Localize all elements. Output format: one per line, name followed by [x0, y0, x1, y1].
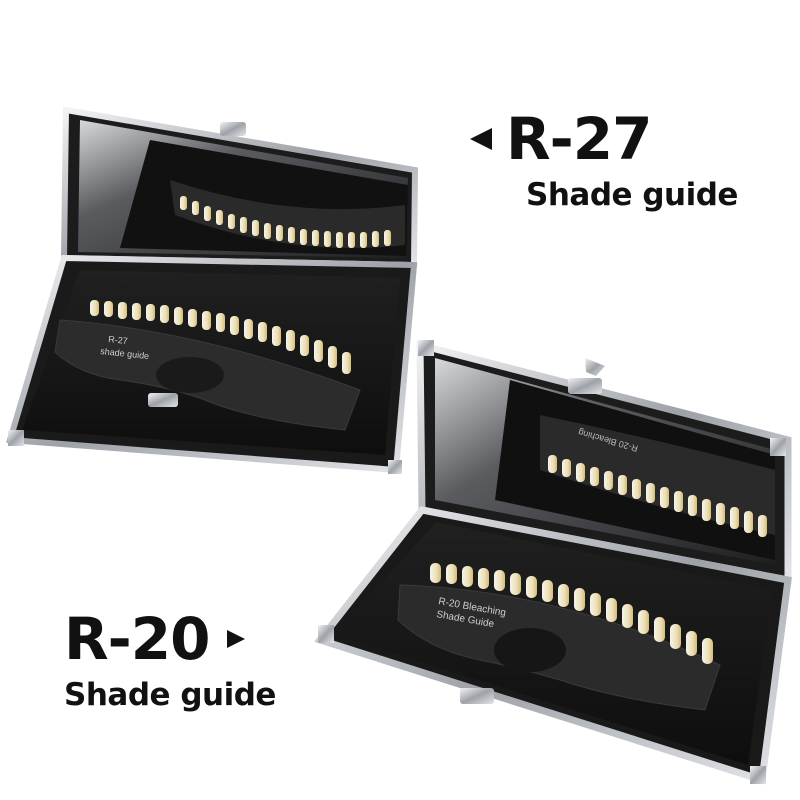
r20-top-clasp[interactable] — [568, 378, 602, 394]
arrow-left-icon — [470, 128, 492, 150]
r27-subtitle: Shade guide — [526, 177, 738, 213]
r20-base: R-20 Bleaching Shade Guide — [314, 506, 792, 785]
r27-guide-model-text: R-27 — [108, 334, 128, 346]
r27-case: R-27 shade guide — [6, 106, 419, 474]
r20-mirror-teeth — [548, 455, 767, 537]
r27-label: R-27 Shade guide — [470, 110, 738, 211]
r20-lid: R-20 Bleaching — [416, 340, 792, 585]
r27-mirror-teeth — [180, 196, 391, 248]
r20-case: R-20 Bleaching — [314, 340, 792, 785]
r20-label: R-20 Shade guide — [64, 610, 276, 711]
r20-front-clasp[interactable] — [460, 688, 494, 704]
r27-base: R-27 shade guide — [6, 254, 418, 474]
r20-teeth — [430, 563, 713, 664]
r20-subtitle: Shade guide — [64, 677, 276, 713]
arrow-right-icon — [227, 630, 246, 648]
r27-teeth — [90, 300, 351, 374]
r27-top-clasp[interactable] — [220, 122, 246, 136]
r27-model-code: R-27 — [506, 105, 652, 173]
r27-lid — [60, 106, 419, 269]
r20-model-code: R-20 — [64, 605, 210, 673]
r27-front-clasp[interactable] — [148, 393, 178, 407]
